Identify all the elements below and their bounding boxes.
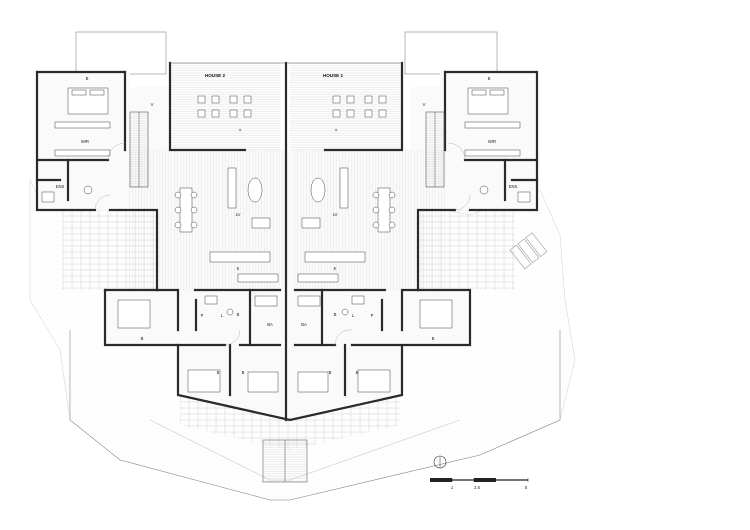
svg-text:B: B: [141, 336, 144, 341]
furniture: [41, 87, 531, 393]
svg-text:ENS: ENS: [56, 184, 65, 189]
svg-text:P: P: [371, 313, 374, 318]
svg-text:B: B: [334, 312, 337, 317]
parking-pads: [509, 232, 548, 270]
svg-text:K: K: [237, 266, 240, 271]
svg-text:K: K: [334, 266, 337, 271]
svg-text:B: B: [356, 370, 359, 375]
scale-tick: 1: [451, 485, 454, 490]
bed-icon: [117, 299, 151, 329]
svg-text:B: B: [329, 370, 332, 375]
svg-text:V: V: [423, 102, 426, 107]
room-labels: HOUSE 2 HOUSE 1 T T B B WIR WIR V V ENS …: [56, 73, 518, 375]
dining-table-icon: [377, 187, 391, 233]
svg-text:V: V: [151, 102, 154, 107]
svg-text:BA: BA: [267, 322, 273, 327]
scale-tick: 2.5: [474, 485, 480, 490]
svg-text:B: B: [432, 336, 435, 341]
svg-text:B: B: [217, 370, 220, 375]
svg-text:B: B: [242, 370, 245, 375]
terrace-furniture-left: [197, 95, 252, 118]
svg-text:BA: BA: [301, 322, 307, 327]
bed-icon: [247, 371, 279, 393]
svg-text:L: L: [352, 313, 355, 318]
house-1-label: HOUSE 1: [323, 73, 344, 78]
door-swings: [94, 142, 471, 346]
bed-icon: [419, 299, 453, 329]
svg-text:ENS: ENS: [509, 184, 518, 189]
svg-text:L: L: [221, 313, 224, 318]
svg-text:T: T: [335, 128, 338, 133]
bed-icon: [297, 371, 329, 393]
dining-table-icon: [179, 187, 193, 233]
svg-text:B: B: [86, 76, 89, 81]
north-point: [433, 455, 447, 469]
bathtub-icon: [297, 295, 321, 307]
svg-text:P: P: [201, 313, 204, 318]
top-deck-left: [75, 31, 167, 75]
svg-text:B: B: [488, 76, 491, 81]
stair-right: [425, 111, 445, 188]
sofa-icon: [227, 167, 237, 209]
top-deck-right: [404, 31, 498, 75]
svg-text:WIR: WIR: [81, 139, 89, 144]
living-right: [297, 167, 396, 283]
bathtub-icon: [254, 295, 278, 307]
living-left: [174, 167, 279, 283]
svg-text:B: B: [237, 312, 240, 317]
scale-bar: 1 2.5 5: [430, 478, 529, 490]
house-2-label: HOUSE 2: [205, 73, 226, 78]
bed-icon: [357, 369, 391, 393]
terrace-furniture-right: [332, 95, 387, 118]
walls: [35, 61, 539, 422]
kitchen-bench: [304, 251, 366, 263]
bed-icon: [187, 369, 221, 393]
stair-left: [129, 111, 149, 188]
scale-tick: 5: [525, 485, 528, 490]
svg-text:LV: LV: [236, 212, 241, 217]
svg-text:LV: LV: [333, 212, 338, 217]
svg-text:T: T: [239, 128, 242, 133]
sofa-icon: [339, 167, 349, 209]
svg-text:WIR: WIR: [488, 139, 496, 144]
kitchen-bench: [209, 251, 271, 263]
